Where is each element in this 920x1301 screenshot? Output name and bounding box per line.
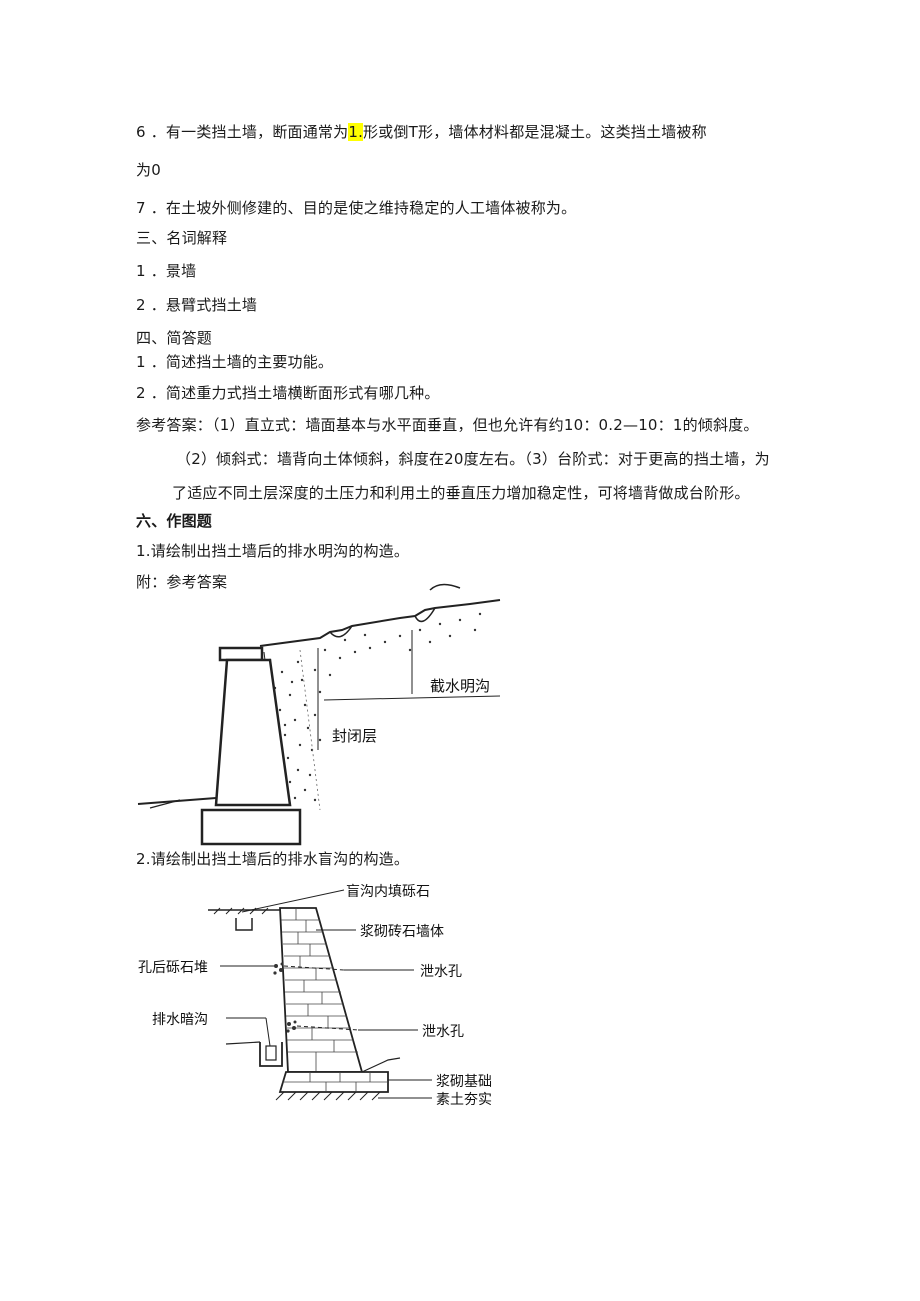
term-1-number: 1: [136, 262, 146, 280]
weep-hole-2: [296, 1025, 359, 1031]
drawing-question-2: 2.请绘制出挡土墙后的排水盲沟的构造。: [136, 850, 410, 868]
answer-line-1: 参考答案：（1）直立式：墙面基本与水平面垂直，但也允许有约10：0.2—10：1…: [136, 416, 759, 434]
q6-highlight: 1.: [348, 123, 364, 141]
appendix-heading: 附：参考答案: [136, 573, 228, 591]
leader-drain-down: [265, 1017, 271, 1047]
compacted-soil-hatch: [275, 1091, 381, 1101]
short-q-2-text: ．简述重力式挡土墙横断面形式有哪几种。: [150, 384, 440, 402]
q6-line2: 为0: [136, 161, 161, 179]
q7-number: 7: [136, 199, 146, 217]
slope-mark: [429, 583, 461, 591]
diagram-open-ditch: 截水明沟 封闭层: [137, 583, 501, 846]
front-ground-right: [361, 1057, 401, 1073]
q7-text: ．在土坡外侧修建的、目的是使之维持稳定的人工墙体被称为。: [150, 199, 577, 217]
ground-hatch-top: [213, 907, 269, 915]
ditch-2: [414, 607, 436, 623]
backfill-dots: [268, 612, 482, 802]
leader-ditch-h: [323, 695, 501, 701]
label-seal: 封闭层: [332, 727, 377, 745]
term-2-number: 2: [136, 296, 146, 314]
section-4-heading: 四、简答题: [136, 329, 213, 347]
label-gravel-pile: 孔后砾石堆: [138, 960, 208, 976]
wall-cap: [218, 646, 264, 662]
section-6-heading: 六、作图题: [136, 512, 213, 530]
q7-line: 7 ．在土坡外侧修建的、目的是使之维持稳定的人工墙体被称为。: [136, 198, 576, 218]
q6-text-a: ．有一类挡土墙，断面通常为: [150, 123, 349, 141]
label-ditch: 截水明沟: [430, 677, 490, 695]
top-drain: [235, 918, 253, 931]
label-weep-hole-1: 泄水孔: [420, 964, 462, 980]
brick-wall: [279, 907, 364, 1073]
short-q-1-text: ．简述挡土墙的主要功能。: [150, 353, 334, 371]
label-weep-hole-2: 泄水孔: [422, 1024, 464, 1040]
term-1: 1 ．景墙: [136, 261, 196, 281]
term-2-text: ．悬臂式挡土墙: [150, 296, 258, 314]
short-q-1: 1 ．简述挡土墙的主要功能。: [136, 352, 333, 372]
term-2: 2 ．悬臂式挡土墙: [136, 295, 257, 315]
ditch-ground: [225, 1041, 261, 1045]
front-ground-mark: [149, 799, 181, 809]
q6-line1: 6 ．有一类挡土墙，断面通常为1.形或倒T形，墙体材料都是混凝土。这类挡土墙被称: [136, 122, 707, 142]
wall-body: [214, 658, 292, 807]
backfill-boundary: [299, 649, 321, 811]
q6-text-b: 形或倒T形，墙体材料都是混凝土。这类挡土墙被称: [363, 123, 707, 141]
base-pattern: [282, 1072, 388, 1092]
drain-ditch-inner: [265, 1045, 277, 1061]
brick-pattern: [281, 908, 358, 1072]
short-q-1-number: 1: [136, 353, 146, 371]
label-fill-gravel: 盲沟内填砾石: [346, 883, 430, 900]
short-q-2-number: 2: [136, 384, 146, 402]
drawing-question-1: 1.请绘制出挡土墙后的排水明沟的构造。: [136, 542, 410, 560]
label-base: 浆砌基础: [436, 1073, 492, 1090]
short-q-2: 2 ．简述重力式挡土墙横断面形式有哪几种。: [136, 383, 440, 403]
answer-line-2: （2）倾斜式：墙背向土体倾斜，斜度在20度左右。（3）台阶式：对于更高的挡土墙，…: [176, 450, 770, 468]
label-brick-wall: 浆砌砖石墙体: [360, 924, 444, 940]
section-3-heading: 三、名词解释: [136, 229, 228, 247]
ditch-1: [329, 625, 353, 638]
term-1-text: ．景墙: [150, 262, 197, 280]
drain-ditch: [259, 1042, 283, 1067]
weep-hole-1: [283, 965, 345, 971]
label-drain: 排水暗沟: [152, 1012, 208, 1028]
q6-number: 6: [136, 123, 146, 141]
wall-footing: [200, 808, 302, 846]
diagram-blind-drain: 盲沟内填砾石 浆砌砖石墙体 泄水孔 孔后砾石堆 泄水孔 排水暗沟 浆砌基础 素土…: [138, 883, 492, 1108]
ground-surface: [259, 599, 501, 647]
answer-line-3: 了适应不同土层深度的土压力和利用土的垂直压力增加稳定性，可将墙背做成台阶形。: [172, 484, 750, 502]
label-soil: 素土夯实: [436, 1092, 492, 1108]
gravel-pile-1: [273, 962, 284, 975]
gravel-pile-2: [286, 1020, 297, 1033]
leader-fill: [241, 889, 345, 913]
